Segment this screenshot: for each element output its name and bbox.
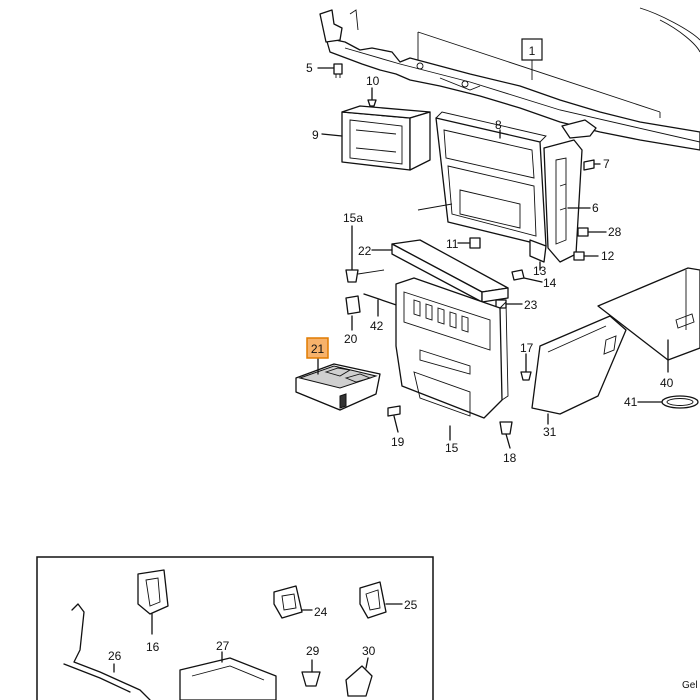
callout-30: 30 <box>362 644 376 658</box>
callout-40: 40 <box>660 376 674 390</box>
callout-10: 10 <box>366 74 380 88</box>
cross-member <box>319 7 700 151</box>
callout-5: 5 <box>306 61 313 75</box>
corner-text: Gel <box>682 680 698 691</box>
part-26-rod <box>63 603 151 700</box>
callout-7: 7 <box>603 157 610 171</box>
callout-19: 19 <box>391 435 405 449</box>
part-21-ashtray <box>295 363 381 411</box>
callout-29: 29 <box>306 644 320 658</box>
callout-23: 23 <box>524 298 538 312</box>
callout-25: 25 <box>404 598 418 612</box>
callout-42: 42 <box>370 319 384 333</box>
callout-8: 8 <box>495 118 502 132</box>
callout-6: 6 <box>592 201 599 215</box>
callout-31: 31 <box>543 425 557 439</box>
callout-15a: 15a <box>343 211 363 225</box>
callout-22: 22 <box>358 244 372 258</box>
callout-13: 13 <box>533 264 547 278</box>
part-6-bracket <box>543 139 583 263</box>
callout-24: 24 <box>314 605 328 619</box>
callout-21-highlight <box>306 337 329 359</box>
callout-21: 21 <box>311 342 325 356</box>
part-24-clip <box>273 585 303 619</box>
callout-20: 20 <box>344 332 358 346</box>
callout-28: 28 <box>608 225 622 239</box>
callout-9: 9 <box>312 128 319 142</box>
callout-12: 12 <box>601 249 615 263</box>
callout-14: 14 <box>543 276 557 290</box>
screw-5 <box>317 63 343 78</box>
part-8-frame <box>435 111 547 247</box>
callout-15: 15 <box>445 441 459 455</box>
callout-41: 41 <box>624 395 638 409</box>
callout-26: 26 <box>108 649 122 663</box>
part-15-console <box>395 277 509 419</box>
detail-inset-frame <box>36 556 434 700</box>
callout-16: 16 <box>146 640 160 654</box>
callout-11: 11 <box>446 237 459 251</box>
part-9-housing <box>341 105 431 171</box>
part-31-panel <box>531 315 627 415</box>
part-25-clip <box>359 581 387 619</box>
callout-17: 17 <box>520 341 534 355</box>
callout-1: 1 <box>529 44 536 58</box>
part-22-cover <box>391 239 509 303</box>
callout-27: 27 <box>216 639 230 653</box>
part-27-bracket <box>179 657 277 700</box>
part-40-mat <box>597 267 700 361</box>
callout-18: 18 <box>503 451 517 465</box>
part-16-clip <box>137 569 169 615</box>
